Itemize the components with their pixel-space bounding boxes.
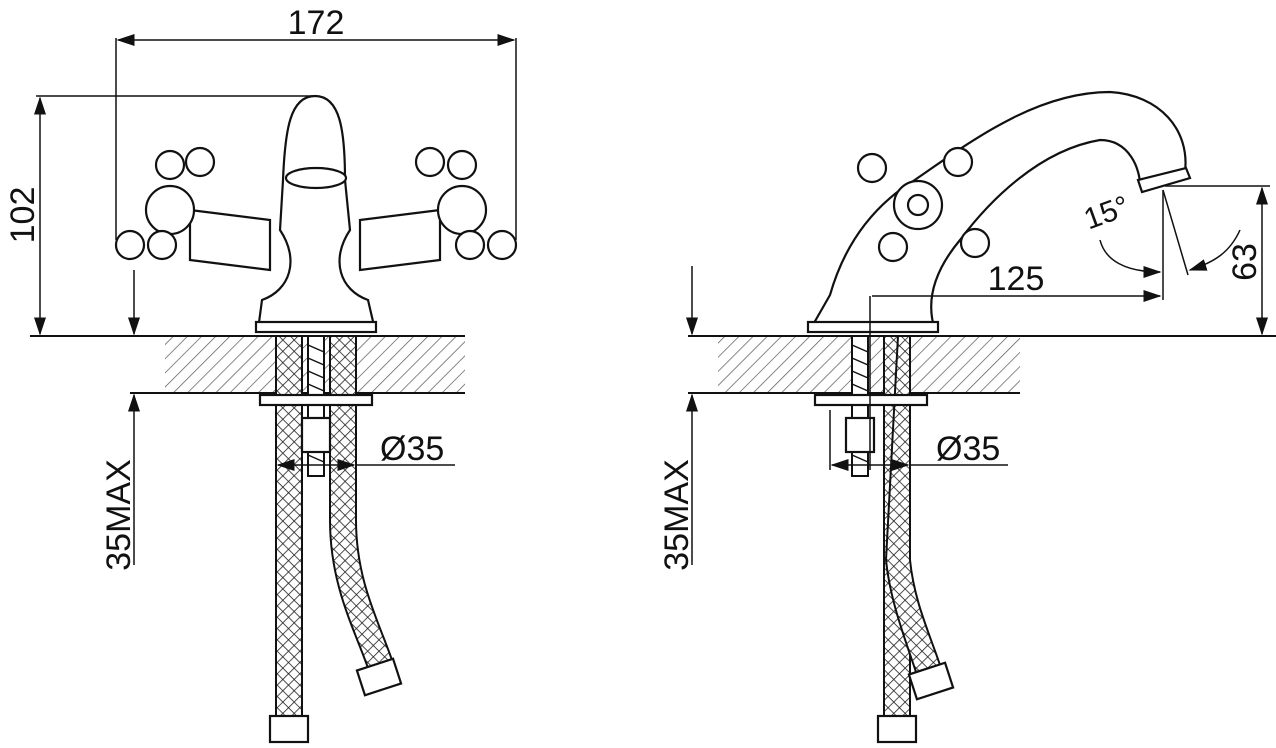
front-view: 172 102 35MAX Ø35 xyxy=(4,4,518,744)
dimension-diameter-front: Ø35 xyxy=(275,410,455,471)
dimension-max-thickness-front: 35MAX xyxy=(100,270,140,571)
side-view: 125 63 15° 35MAX Ø35 xyxy=(658,90,1276,744)
angle-label: 15° xyxy=(1080,190,1134,237)
dimension-reach-side: 125 xyxy=(869,190,1164,470)
dimension-max-thickness-side: 35MAX xyxy=(658,266,698,571)
faucet-body-front xyxy=(114,94,518,334)
dimension-spout-height-side: 63 xyxy=(1165,185,1270,336)
reach-dimension-label: 125 xyxy=(988,260,1045,298)
countertop-front xyxy=(30,335,465,394)
dimension-height-front: 102 xyxy=(4,95,315,336)
diameter-label-side: Ø35 xyxy=(936,430,1000,468)
dimension-angle-side: 15° xyxy=(1080,189,1241,278)
width-dimension-label: 172 xyxy=(288,4,345,42)
diameter-label: Ø35 xyxy=(380,430,444,468)
mounting-plate-front xyxy=(258,393,374,407)
max-thickness-label-side: 35MAX xyxy=(658,459,696,571)
faucet-body-side xyxy=(806,90,1192,334)
height-dimension-label: 102 xyxy=(4,187,42,244)
countertop-side xyxy=(688,335,1276,394)
max-thickness-label: 35MAX xyxy=(100,459,138,571)
dimension-diameter-side: Ø35 xyxy=(829,410,1008,471)
hose-right-front xyxy=(329,335,403,697)
spout-height-label: 63 xyxy=(1226,243,1264,281)
hose-right-side xyxy=(884,335,955,701)
dimension-width-front: 172 xyxy=(115,4,517,240)
mounting-plate-side xyxy=(813,393,929,407)
